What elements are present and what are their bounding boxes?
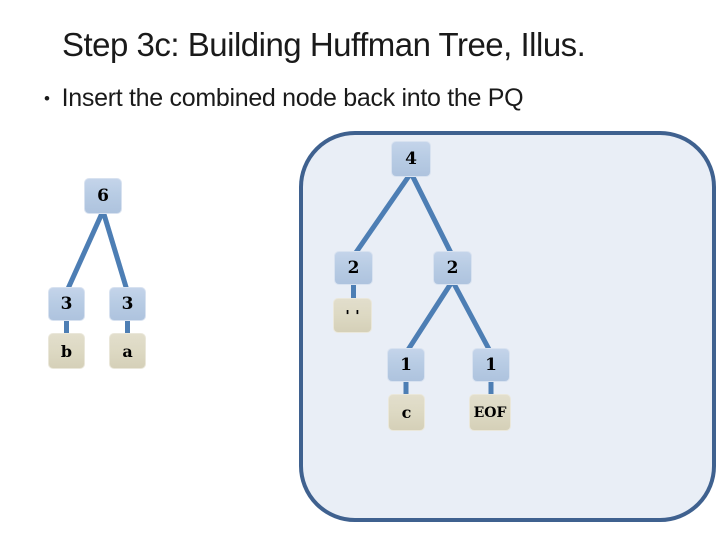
tree-node-2-left: 2	[334, 251, 373, 285]
tree-node-1-right: 1	[472, 348, 510, 382]
leaf-node-eof: EOF	[469, 394, 511, 431]
tree-node-3-left: 3	[48, 287, 85, 321]
tree-node-3-right: 3	[109, 287, 146, 321]
tree-node-4: 4	[391, 141, 431, 177]
tree-node-6: 6	[84, 178, 122, 214]
leaf-node-c: c	[388, 394, 425, 431]
edge-6-to-right-3	[100, 210, 130, 293]
slide-title: Step 3c: Building Huffman Tree, Illus.	[62, 26, 586, 63]
leaf-node-b: b	[48, 333, 85, 369]
edge-6-to-left-3	[64, 209, 106, 294]
bullet-item: • Insert the combined node back into the…	[44, 84, 524, 114]
tree-node-1-left: 1	[387, 348, 425, 382]
leaf-node-a: a	[109, 333, 146, 369]
tree-node-2-right: 2	[433, 251, 472, 285]
leaf-node-space: ' '	[333, 298, 372, 333]
bullet-text: Insert the combined node back into the P…	[61, 84, 524, 112]
bullet-marker: •	[44, 89, 50, 108]
